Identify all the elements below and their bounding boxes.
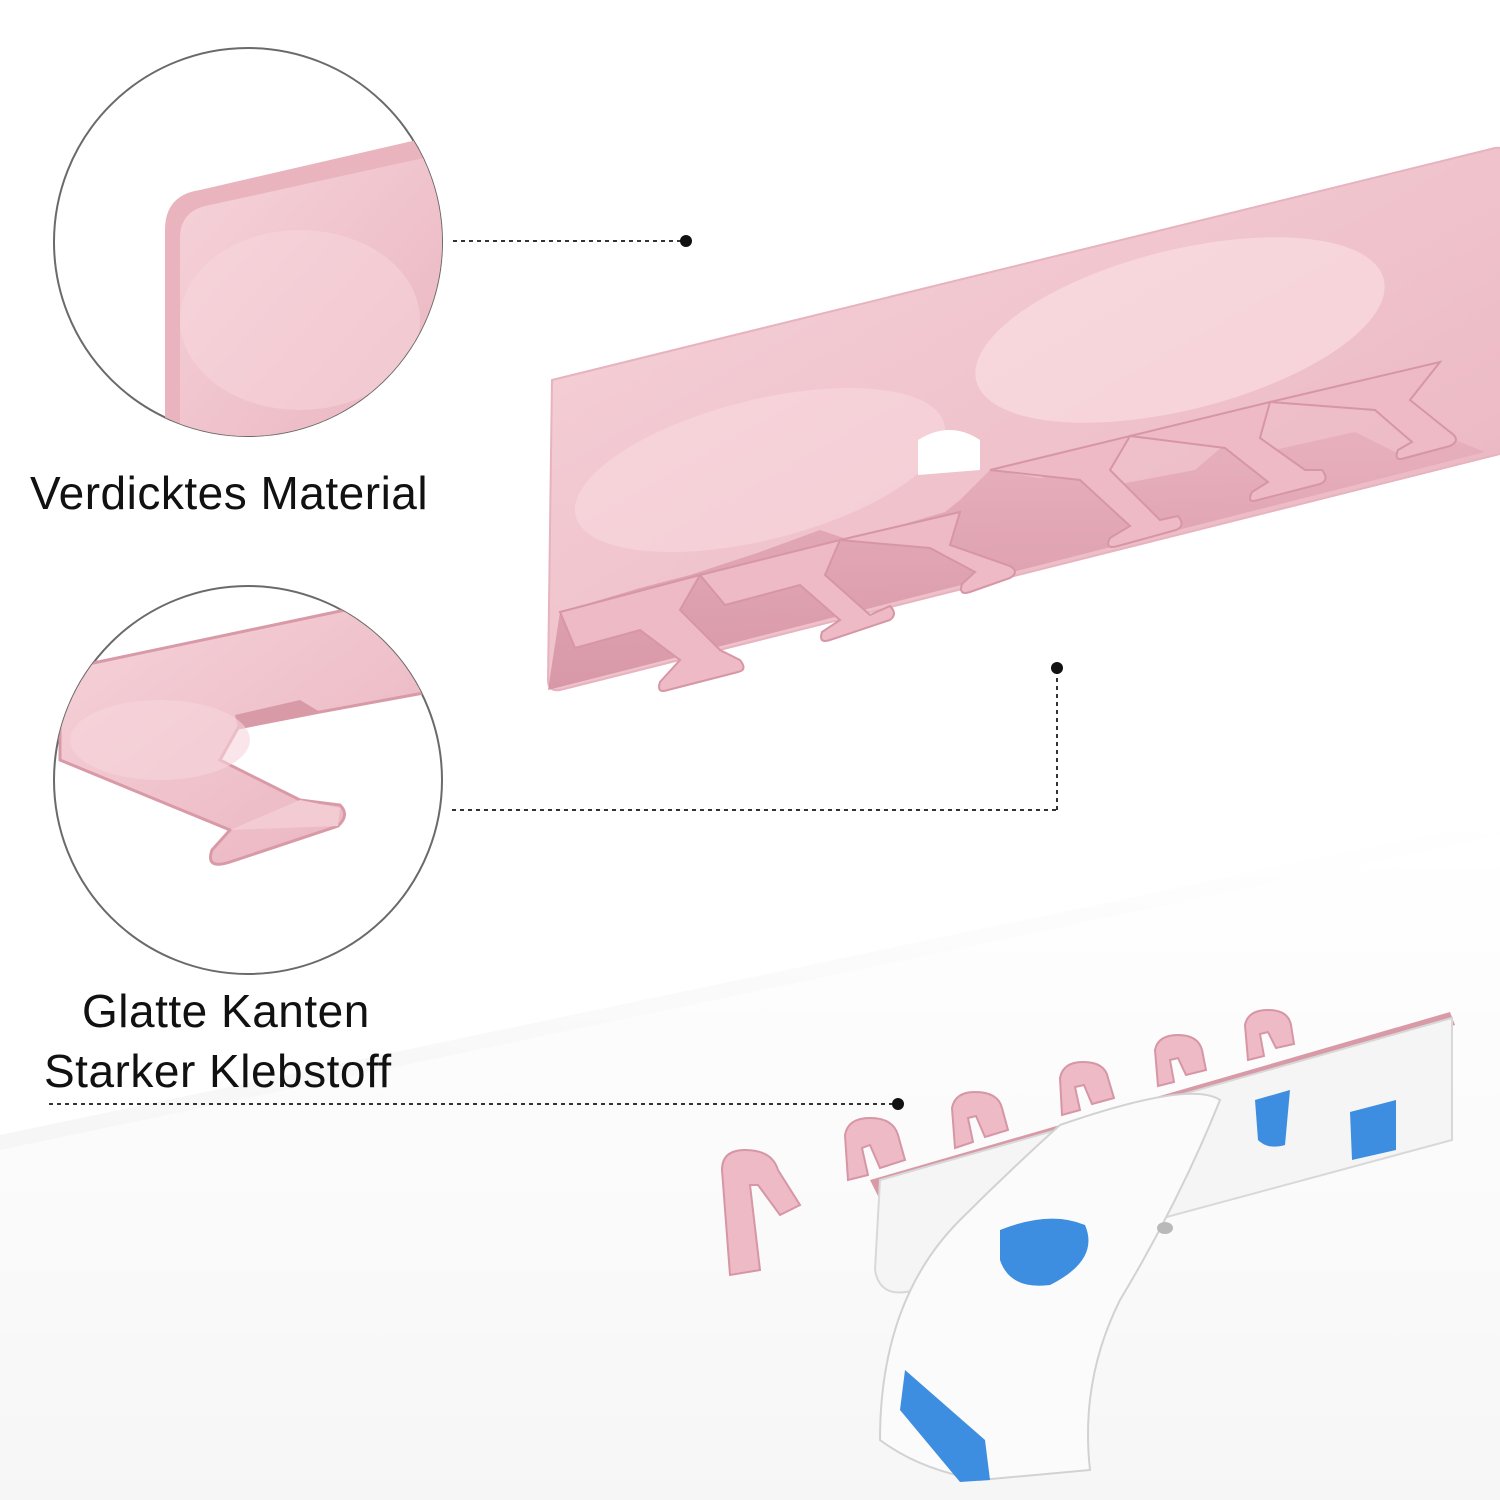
zoom-circle-edges	[53, 585, 443, 975]
adhesive-rack	[720, 1008, 1455, 1482]
callout-dot-material	[680, 235, 692, 247]
hook-group-right	[989, 360, 1457, 548]
feature-label-adhesive: Starker Klebstoff	[44, 1045, 392, 1097]
zoom-circle-material	[53, 47, 443, 437]
feature-label-edges: Glatte Kanten	[82, 985, 370, 1037]
feature-label-material: Verdicktes Material	[30, 467, 429, 519]
adhesive-peel-liner	[878, 1092, 1222, 1482]
callout-dot-adhesive	[892, 1098, 904, 1110]
hook-group-left	[558, 510, 1016, 692]
rack-keyhole-slot	[918, 430, 980, 475]
hook-rack-main	[546, 146, 1500, 692]
callout-dot-edges	[1051, 662, 1063, 674]
